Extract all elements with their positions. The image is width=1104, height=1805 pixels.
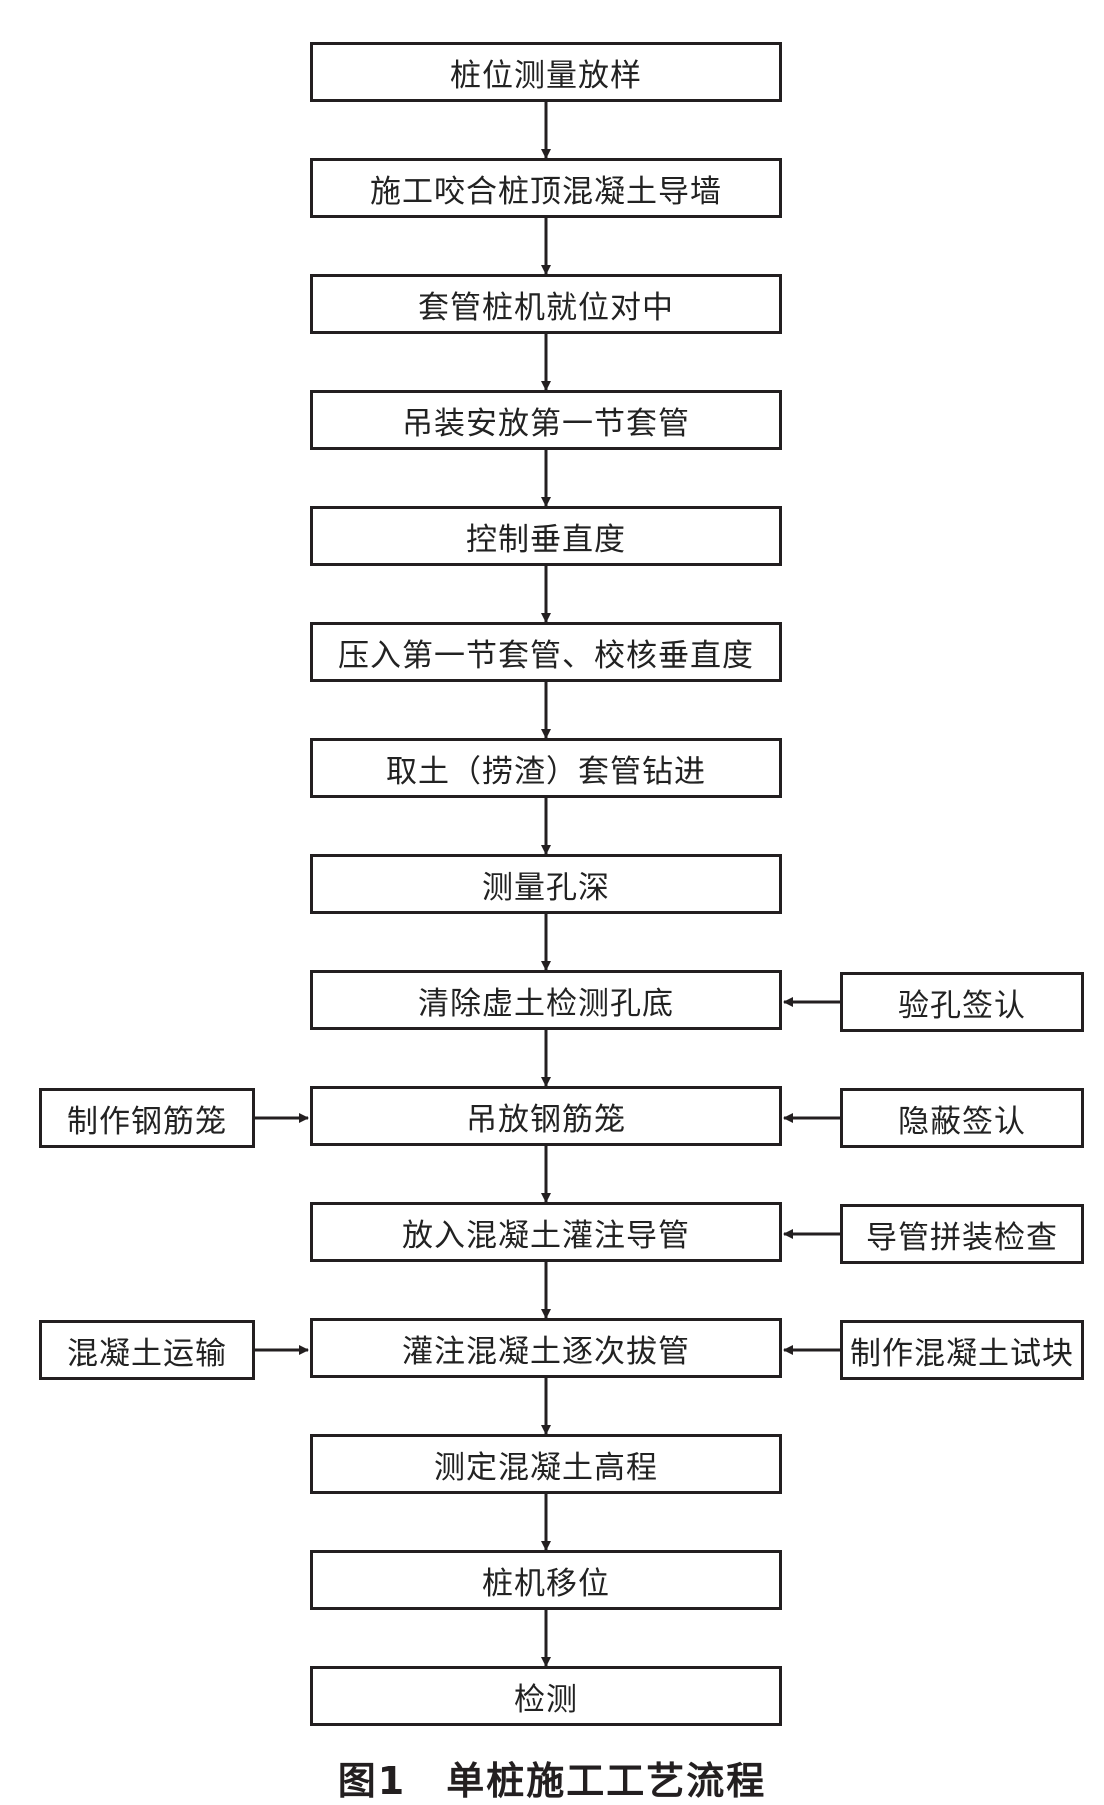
step-box: 吊装安放第一节套管 bbox=[310, 390, 782, 450]
step-box: 桩机移位 bbox=[310, 1550, 782, 1610]
figure-caption: 图1 单桩施工工艺流程 bbox=[337, 1759, 767, 1803]
step-box: 测定混凝土高程 bbox=[310, 1434, 782, 1494]
step-box: 清除虚土检测孔底 bbox=[310, 970, 782, 1030]
step-box: 灌注混凝土逐次拔管 bbox=[310, 1318, 782, 1378]
side-box-concrete-transport: 混凝土运输 bbox=[39, 1320, 255, 1380]
side-box-concealed-signoff: 隐蔽签认 bbox=[840, 1088, 1084, 1148]
side-box-test-block: 制作混凝土试块 bbox=[840, 1320, 1084, 1380]
step-box: 测量孔深 bbox=[310, 854, 782, 914]
step-box: 放入混凝土灌注导管 bbox=[310, 1202, 782, 1262]
step-box: 施工咬合桩顶混凝土导墙 bbox=[310, 158, 782, 218]
step-box: 套管桩机就位对中 bbox=[310, 274, 782, 334]
side-box-hole-signoff: 验孔签认 bbox=[840, 972, 1084, 1032]
step-box: 桩位测量放样 bbox=[310, 42, 782, 102]
side-box-pipe-check: 导管拼装检查 bbox=[840, 1204, 1084, 1264]
step-box: 吊放钢筋笼 bbox=[310, 1086, 782, 1146]
step-box: 压入第一节套管、校核垂直度 bbox=[310, 622, 782, 682]
step-box: 控制垂直度 bbox=[310, 506, 782, 566]
step-box: 检测 bbox=[310, 1666, 782, 1726]
side-box-rebar-cage: 制作钢筋笼 bbox=[39, 1088, 255, 1148]
step-box: 取土（捞渣）套管钻进 bbox=[310, 738, 782, 798]
